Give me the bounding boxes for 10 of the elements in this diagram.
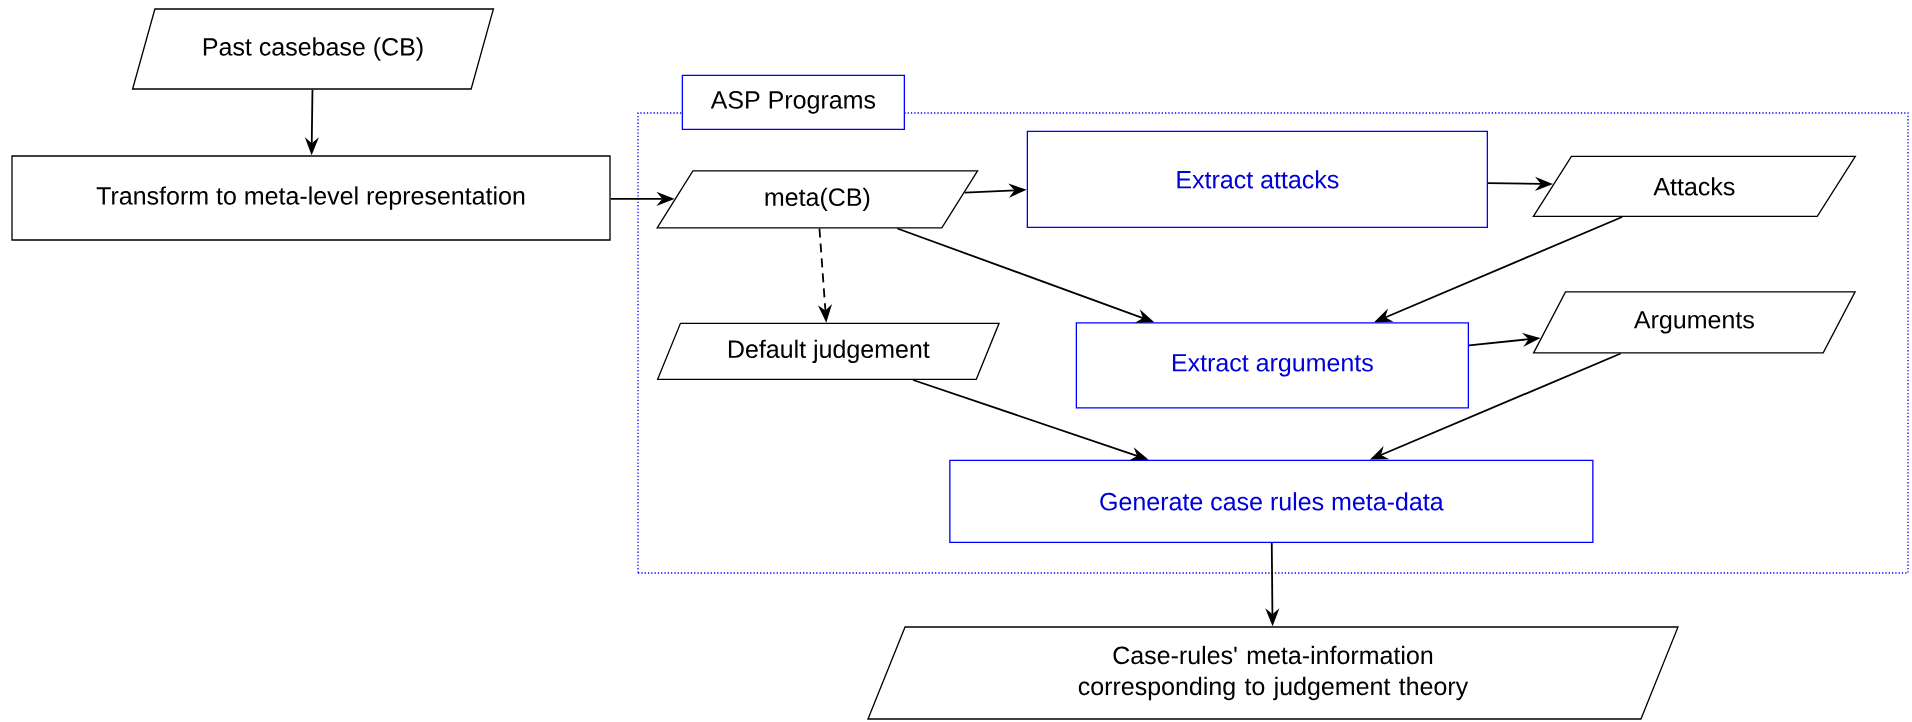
node-label: ASP Programs [710,91,876,114]
data-parallelogram: Past casebase (CB) [131,8,495,90]
data-parallelogram: Attacks [1532,155,1857,217]
data-parallelogram: Arguments [1532,291,1857,354]
process-box: Extract arguments [1075,322,1469,409]
process-box: Extract attacks [1026,130,1488,228]
process-box: Generate case rules meta-data [949,459,1594,543]
data-parallelogram: meta(CB) [656,170,979,229]
process-box: Transform to meta-level representation [11,155,611,241]
data-parallelogram: Case-rules' meta-information corresponding to judgement theory [867,626,1679,720]
